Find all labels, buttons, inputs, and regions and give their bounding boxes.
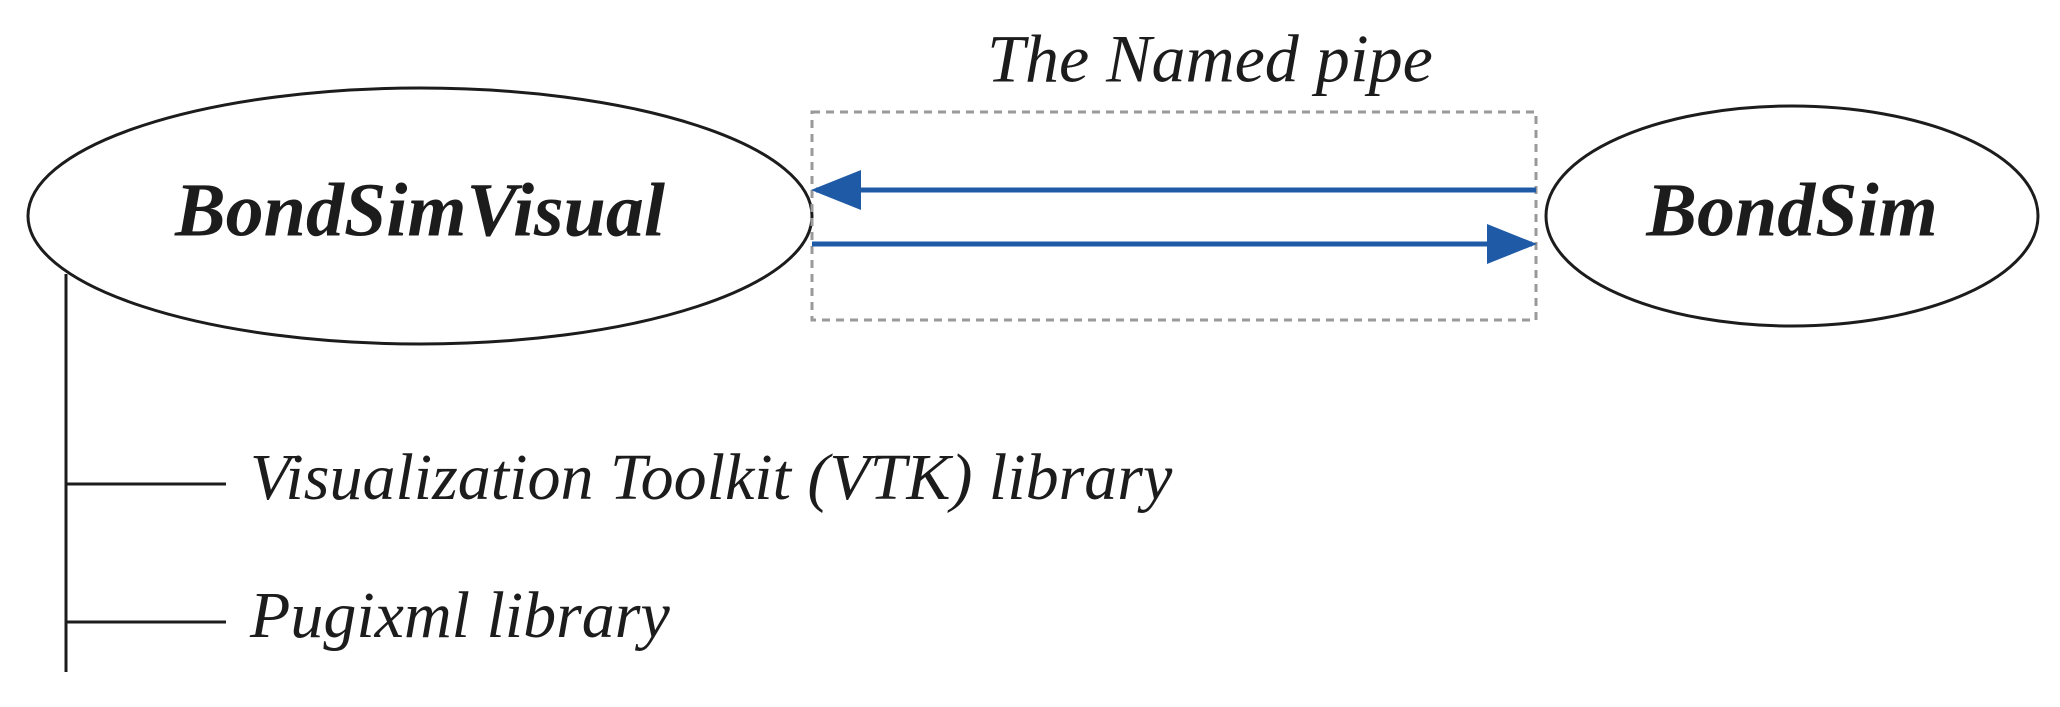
library-item-vtk: Visualization Toolkit (VTK) library	[250, 441, 1173, 514]
bondsimvisual-label: BondSimVisual	[174, 168, 665, 252]
bondsimvisual-node	[26, 86, 814, 346]
named-pipe-box	[810, 110, 1538, 322]
bondsim-node	[1544, 104, 2040, 328]
named-pipe-label: The Named pipe	[987, 21, 1433, 97]
bondsim-label: BondSim	[1645, 168, 1937, 252]
library-item-pugixml: Pugixml library	[249, 579, 670, 652]
